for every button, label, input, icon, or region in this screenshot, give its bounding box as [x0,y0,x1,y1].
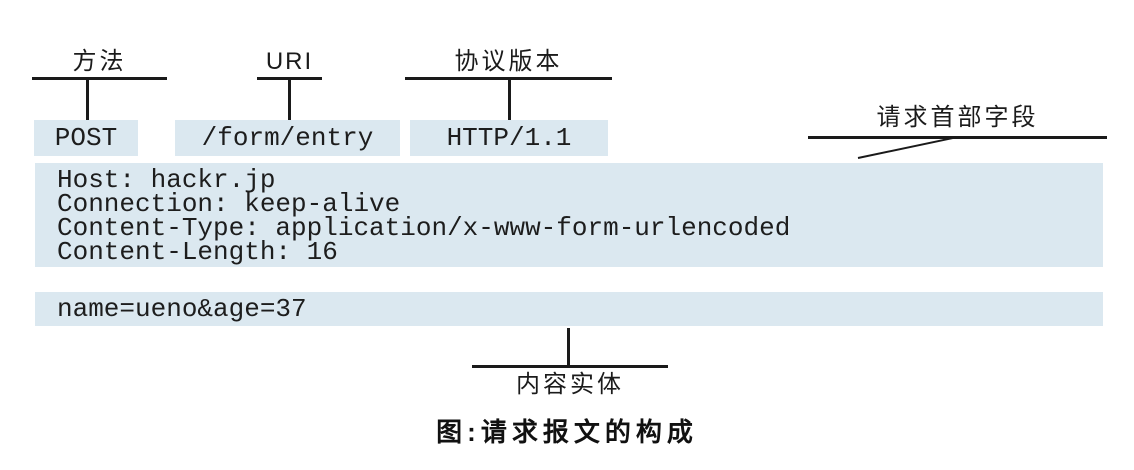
protocol-callout-label: 协议版本 [454,48,563,75]
method-callout-underline [32,77,167,80]
header-fields-callout-pointer [857,136,955,159]
entity-body-box: name=ueno&age=37 [35,292,1103,326]
header-fields-callout-label: 请求首部字段 [876,104,1039,131]
entity-callout-tick [567,328,570,367]
request-method-box: POST [34,120,138,156]
request-protocol-box: HTTP/1.1 [410,120,608,156]
header-line-connection: Connection: keep-alive [57,189,401,219]
header-fields-callout-underline [808,136,1107,139]
request-uri-box: /form/entry [175,120,400,156]
method-callout-label: 方法 [72,48,127,75]
header-line-content-length: Content-Length: 16 [57,237,338,267]
protocol-callout-tick [508,77,511,121]
header-line-content-type: Content-Type: application/x-www-form-url… [57,213,791,243]
header-line-host: Host: hackr.jp [57,165,276,195]
figure-caption: 图:请求报文的构成 [436,417,698,447]
entity-callout-overline [472,365,668,368]
header-fields-box: Host: hackr.jp Connection: keep-alive Co… [35,163,1103,267]
entity-callout-label: 内容实体 [516,371,624,398]
method-callout-tick [86,77,89,121]
uri-callout-label: URI [265,48,314,75]
uri-callout-tick [288,77,291,121]
